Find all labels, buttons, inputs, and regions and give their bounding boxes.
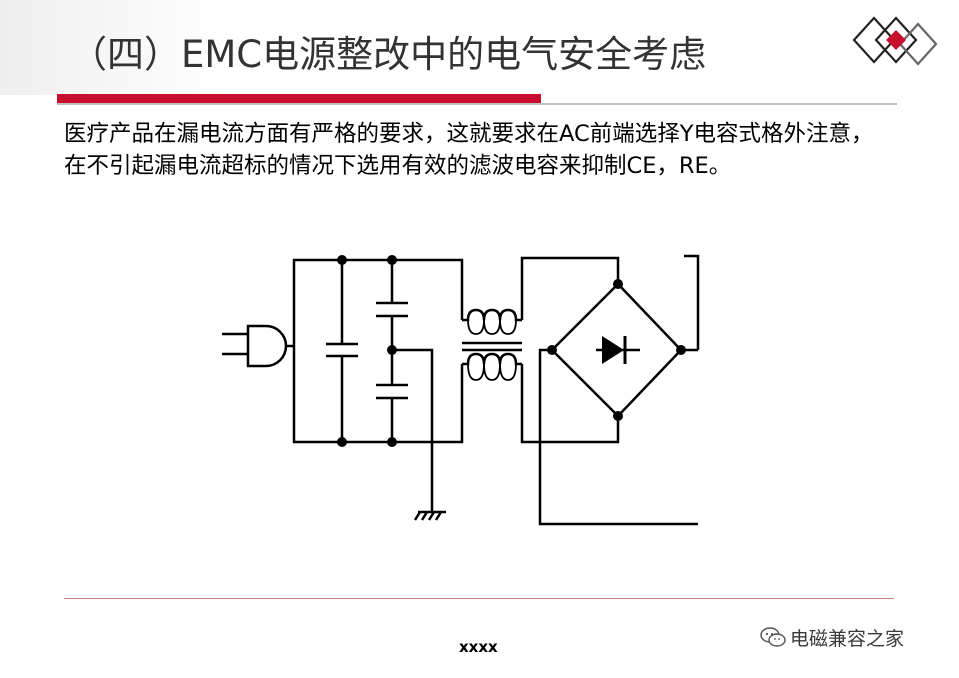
ground-symbol bbox=[392, 348, 446, 521]
diamond-logo-icon bbox=[852, 16, 938, 66]
emc-filter-circuit-diagram bbox=[222, 254, 700, 526]
title-background-fade bbox=[0, 0, 230, 95]
footer-divider bbox=[64, 598, 894, 599]
wechat-icon bbox=[760, 627, 786, 647]
common-mode-choke bbox=[462, 308, 522, 381]
title-divider bbox=[57, 103, 897, 105]
diode-symbol bbox=[602, 336, 624, 364]
footer-text: xxxx bbox=[459, 638, 498, 656]
ac-plug-symbol bbox=[222, 324, 294, 368]
x-capacitor bbox=[326, 260, 358, 442]
title-accent-bar bbox=[57, 94, 541, 104]
watermark-text: 电磁兼容之家 bbox=[790, 628, 905, 650]
body-paragraph: 医疗产品在漏电流方面有严格的要求，这就要求在AC前端选择Y电容式格外注意，在不引… bbox=[64, 121, 874, 179]
junction-dots bbox=[337, 255, 686, 447]
slide-title: （四）EMC电源整改中的电气安全考虑 bbox=[70, 33, 707, 76]
